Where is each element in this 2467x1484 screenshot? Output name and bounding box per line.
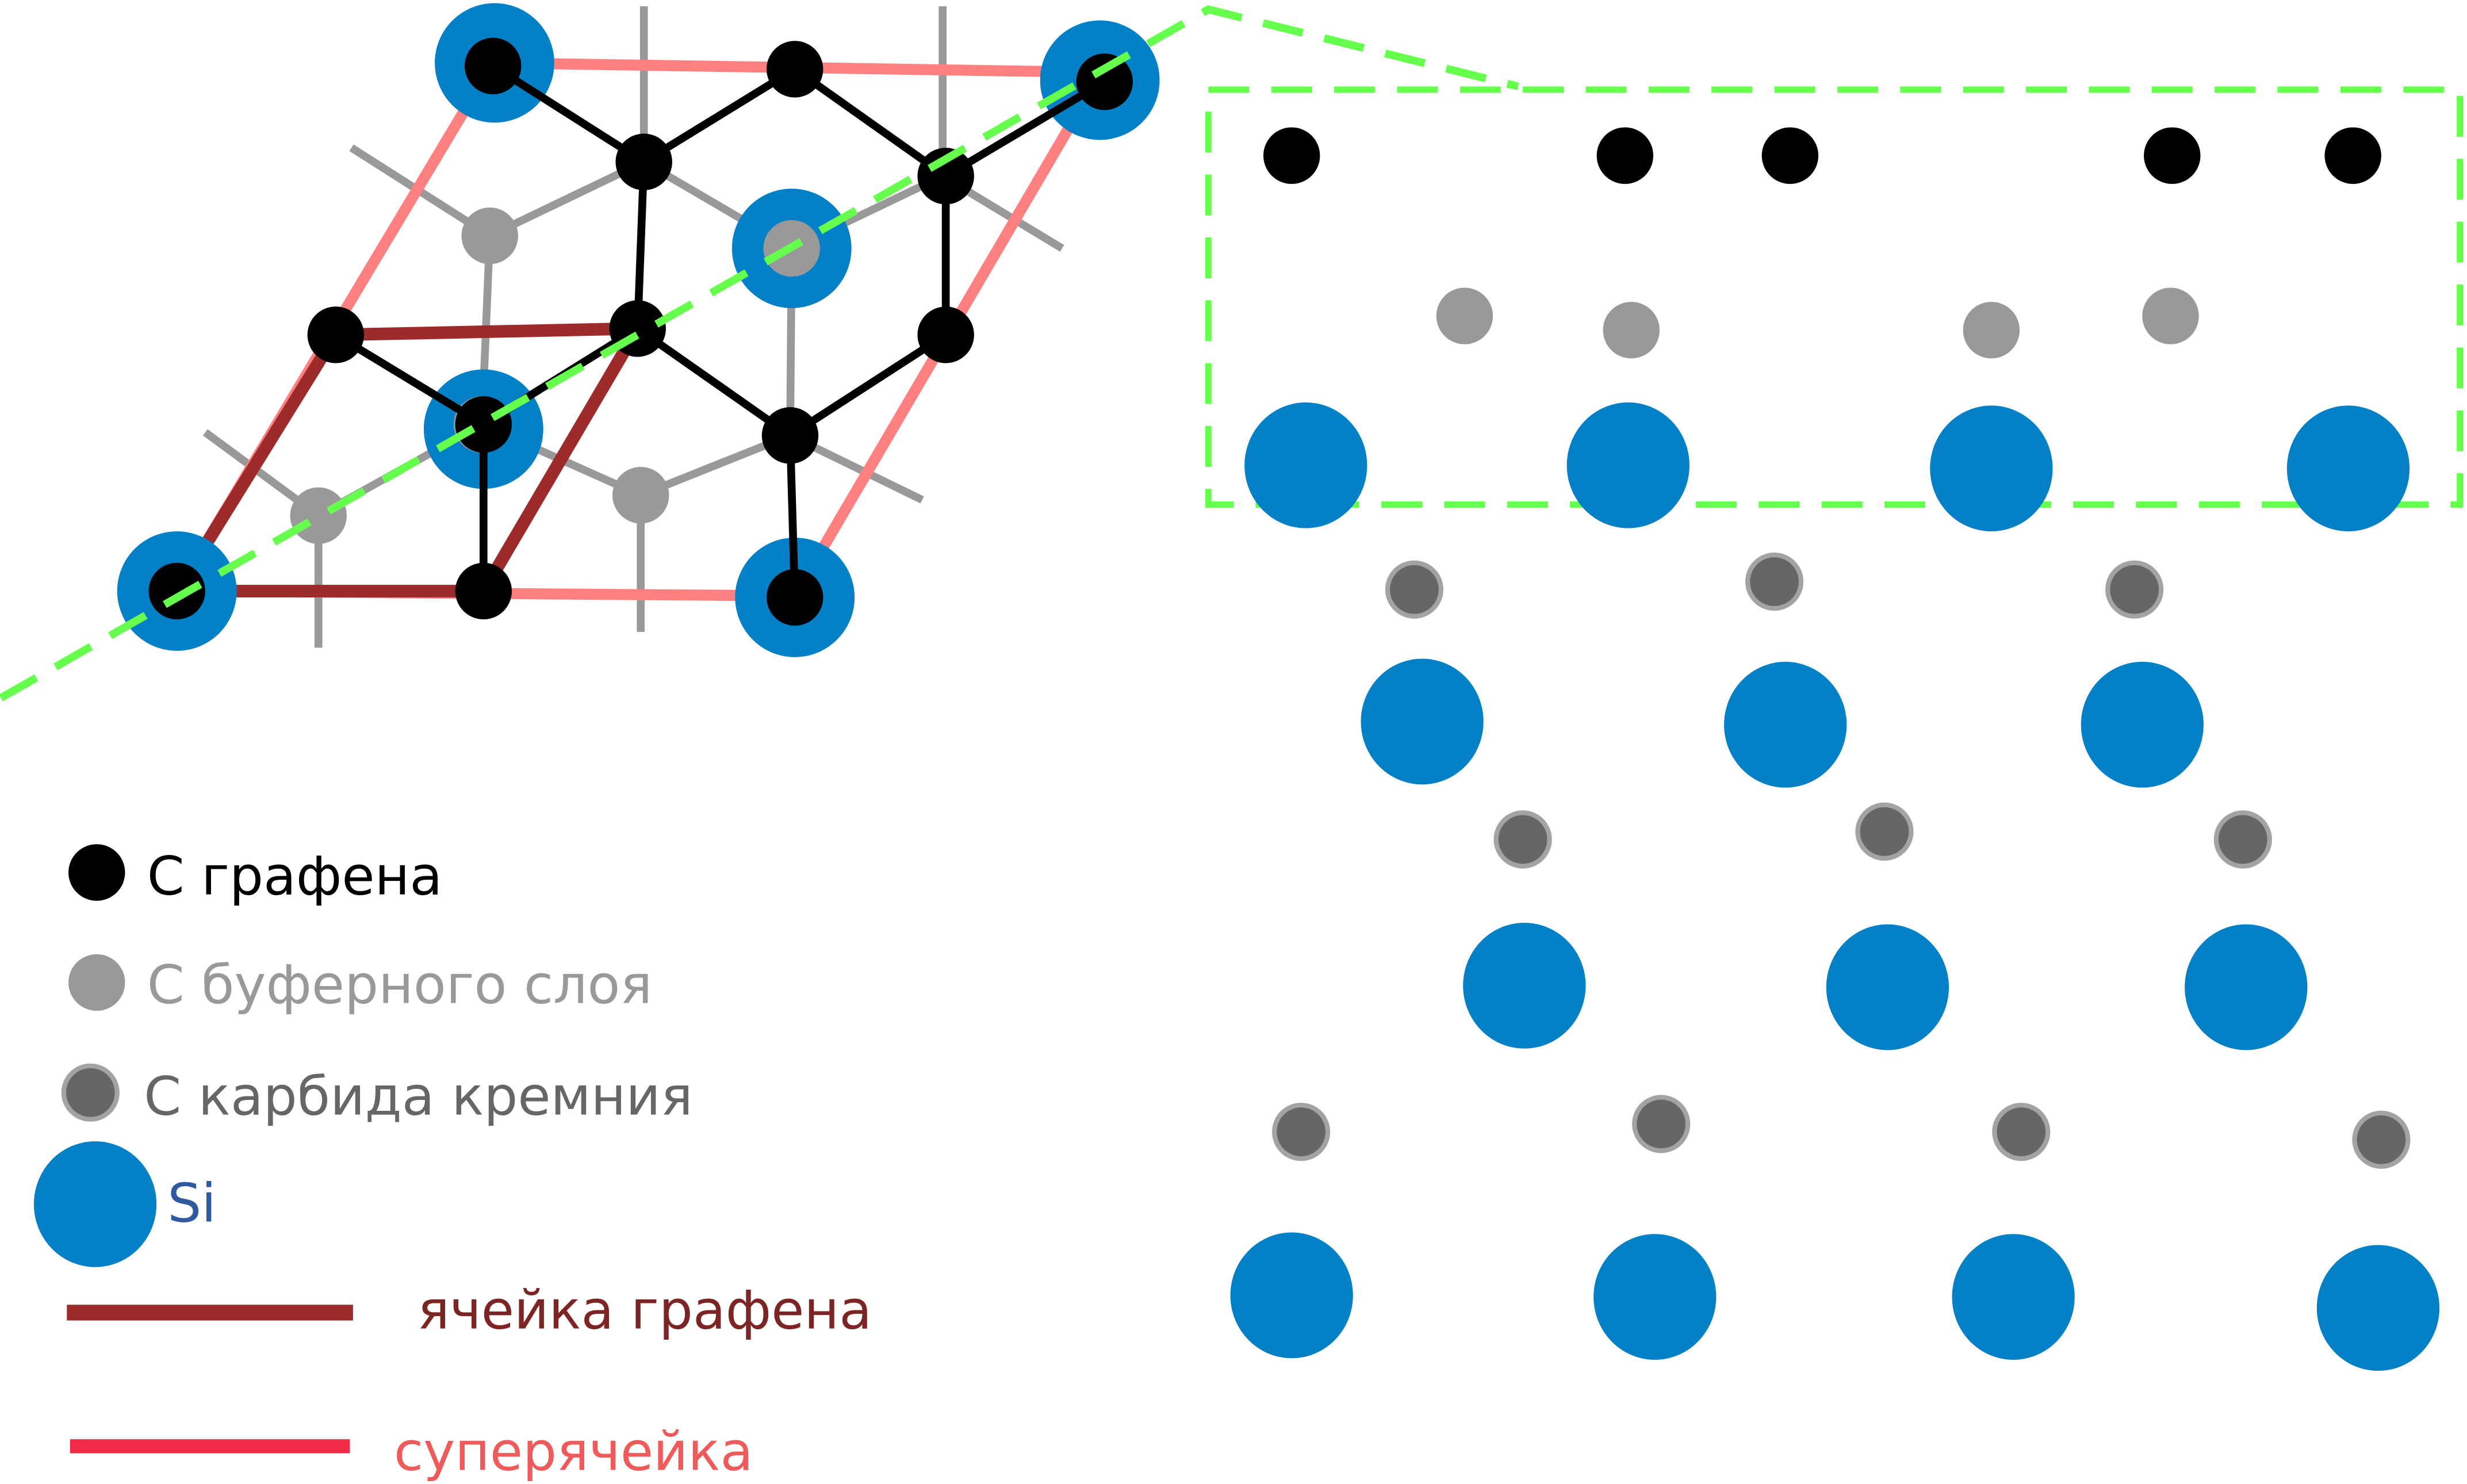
sic-carbon-atom [2105,560,2164,619]
buffer-carbon-atom [2142,287,2199,344]
graphene-carbon-atom [2324,127,2381,184]
silicon-atom [1244,402,1367,528]
sic-carbon-atom [1385,560,1444,619]
cut-line [0,5,1519,701]
legend-supercell: суперячейка [70,1420,753,1482]
top-view-lattice [0,3,1519,701]
legend-sic-carbon-label: С карбида кремния [144,1065,692,1127]
graphene-carbon-atom [761,407,819,464]
silicon-atom [1724,662,1847,788]
buffer-carbon-atom [1603,301,1660,359]
buffer-carbon-atom [461,207,518,264]
sic-carbon-atom [1855,802,1914,861]
legend-graphene-carbon-label: С графена [147,845,443,907]
sic-carbon-atom [1271,1102,1331,1161]
sic-carbon-atom [1493,810,1552,869]
graphene-carbon-atom [1076,53,1133,110]
sic-carbon-swatch-icon [61,1063,120,1122]
side-view-lattice [1205,86,2464,1371]
silicon-atom [1930,405,2053,532]
legend-buffer-carbon: С буферного слоя [68,953,652,1015]
buffer-carbon-swatch-icon [68,954,125,1011]
silicon-atom [1952,1234,2075,1360]
silicon-atom [2185,924,2308,1050]
graphene-carbon-atom [1596,127,1654,184]
buffer-carbon-atom [612,467,669,524]
top-view-graphene-atoms [148,37,1133,626]
legend: С графена С буферного слоя С карбида кре… [33,844,872,1482]
graphene-carbon-swatch-icon [68,844,125,901]
zoom-box [1205,86,2464,508]
silicon-atom [2286,405,2410,532]
graphene-carbon-atom [917,148,974,205]
sic-carbon-atom [1992,1102,2051,1161]
silicon-atom [1566,402,1690,528]
silicon-atom [1361,658,1484,785]
buffer-carbon-atom [1963,301,2020,359]
graphene-carbon-atom [148,562,205,620]
graphene-carbon-atom [2144,127,2201,184]
sic-carbon-atom [1745,553,1804,611]
legend-supercell-label: суперячейка [394,1420,753,1482]
silicon-swatch-icon [33,1141,157,1267]
legend-silicon: Si [33,1141,216,1267]
graphene-carbon-atom [1263,127,1320,184]
side-buffer-layer [1436,287,2199,359]
graphene-carbon-atom [455,562,512,620]
legend-graphene-cell: ячейка графена [67,1279,872,1341]
graphene-carbon-atom [1761,127,1819,184]
side-silicon-layers [1230,402,2440,1371]
graphene-carbon-atom [307,306,365,363]
sic-carbon-atom [2352,1110,2411,1169]
graphene-carbon-atom [917,306,974,363]
side-sic-carbon-layers [1271,553,2411,1169]
buffer-carbon-atom [290,487,347,544]
legend-graphene-cell-label: ячейка графена [417,1279,872,1341]
buffer-carbon-atom [1436,287,1493,344]
graphene-carbon-atom [766,41,823,98]
sic-carbon-atom [2213,810,2272,869]
side-graphene-layer [1263,127,2381,184]
legend-buffer-carbon-label: С буферного слоя [147,953,653,1015]
silicon-atom [1230,1232,1353,1359]
graphene-carbon-atom [615,133,672,190]
legend-sic-carbon: С карбида кремния [61,1063,693,1127]
silicon-atom [2081,662,2204,788]
graphene-carbon-atom [766,569,823,626]
silicon-atom [1463,922,1586,1049]
legend-silicon-label: Si [167,1172,216,1234]
graphene-carbon-atom [465,37,522,95]
graphene-carbon-atom [455,396,512,453]
sic-carbon-atom [1632,1095,1691,1153]
silicon-atom [1826,924,1949,1050]
silicon-atom [1593,1234,1717,1360]
silicon-atom [2316,1245,2440,1371]
legend-graphene-carbon: С графена [68,844,442,907]
